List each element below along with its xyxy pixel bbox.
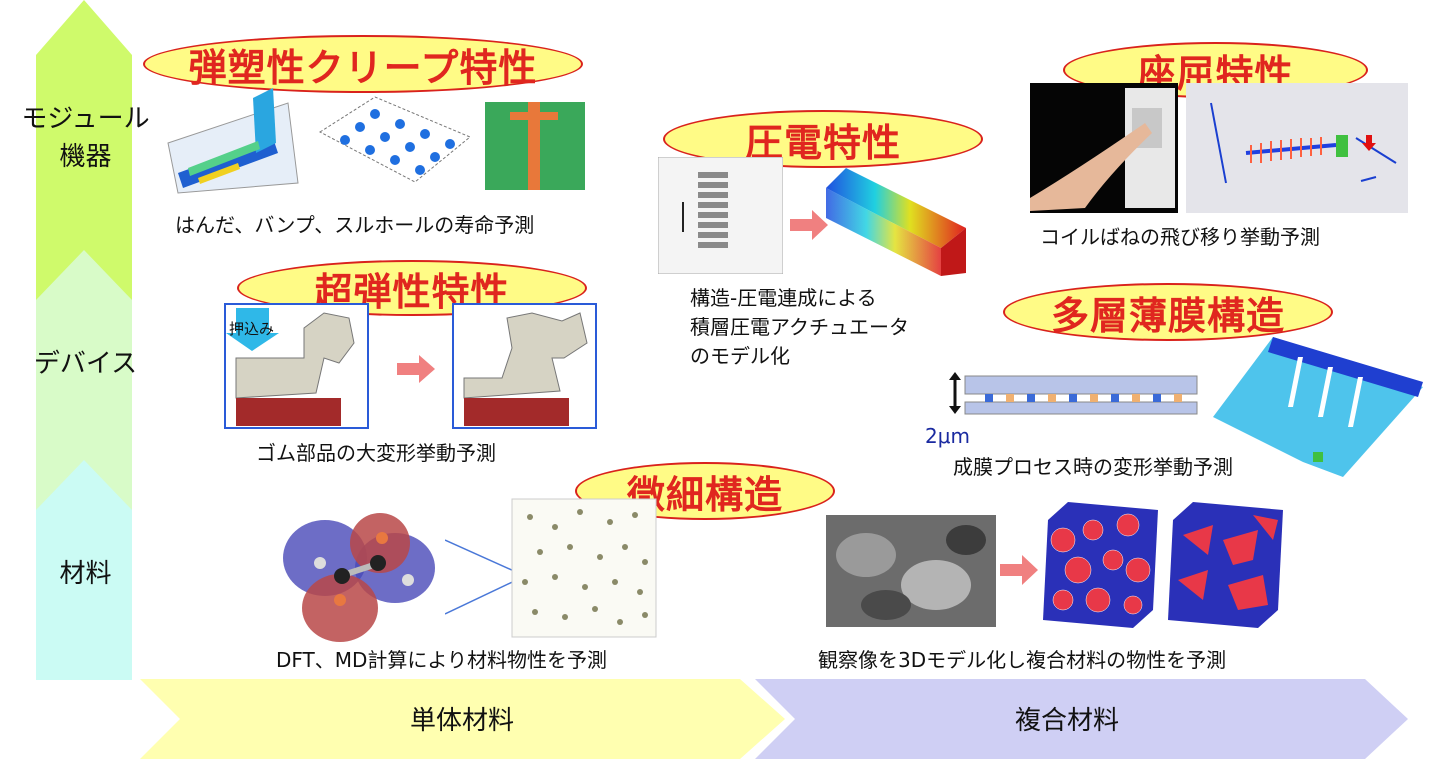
scale-label: 2μm — [925, 424, 970, 448]
piezo-caption-line1: 構造-圧電連成による — [690, 286, 877, 310]
level-label-module-line2: 機器 — [59, 142, 112, 172]
rubber-before-image — [224, 303, 369, 429]
micro-arrow — [1000, 555, 1038, 585]
solder-fem-image — [167, 88, 299, 194]
throughhole-fem-image — [485, 102, 585, 190]
creep-caption: はんだ、バンプ、スルホールの寿命予測 — [175, 213, 535, 237]
piezo-fem-image — [826, 168, 966, 276]
md-atoms-image — [511, 498, 657, 638]
level-label-module: モジュール 機器 — [18, 100, 153, 176]
hyperelastic-caption: ゴム部品の大変形挙動予測 — [256, 441, 496, 465]
rubber-after-image — [452, 303, 597, 429]
level-label-material: 材料 — [59, 559, 112, 589]
piezo-caption-line3: のモデル化 — [690, 344, 790, 368]
finger-switch-image — [1030, 83, 1178, 213]
creep-title: 弾塑性クリープ特性 — [143, 35, 583, 93]
bump-fem-image — [319, 96, 471, 183]
hyperelastic-arrow — [397, 355, 435, 383]
dft-orbital-image — [283, 513, 435, 642]
thinfilm-cross-section — [949, 372, 1198, 415]
piezo-title: 圧電特性 — [663, 110, 983, 168]
multilayer-title: 多層薄膜構造 — [1003, 283, 1333, 341]
composite-material-label: 複合材料 — [1015, 706, 1120, 736]
vertical-axis-arrow — [36, 0, 132, 680]
buckling-caption: コイルばねの飛び移り挙動予測 — [1040, 225, 1320, 249]
level-label-device: デバイス — [33, 349, 138, 379]
horizontal-axis-arrow — [140, 679, 1408, 759]
level-label-module-line1: モジュール — [21, 104, 150, 134]
sem-image — [826, 515, 996, 627]
piezo-stack-image — [658, 157, 783, 274]
multilayer-fem-image — [1213, 337, 1423, 477]
micro-caption-right: 観察像を3Dモデル化し複合材料の物性を予測 — [818, 648, 1227, 672]
composite-cube-image — [1168, 502, 1283, 628]
piezo-arrow — [790, 210, 828, 240]
single-material-label: 単体材料 — [410, 706, 515, 736]
multilayer-caption: 成膜プロセス時の変形挙動予測 — [953, 455, 1233, 479]
micro-caption-left: DFT、MD計算により材料物性を予測 — [276, 648, 608, 672]
particle-cube-image — [1043, 502, 1158, 628]
push-label: 押込み — [229, 320, 275, 338]
coil-spring-image — [1186, 83, 1408, 213]
piezo-caption-line2: 積層圧電アクチュエータ — [690, 315, 909, 339]
